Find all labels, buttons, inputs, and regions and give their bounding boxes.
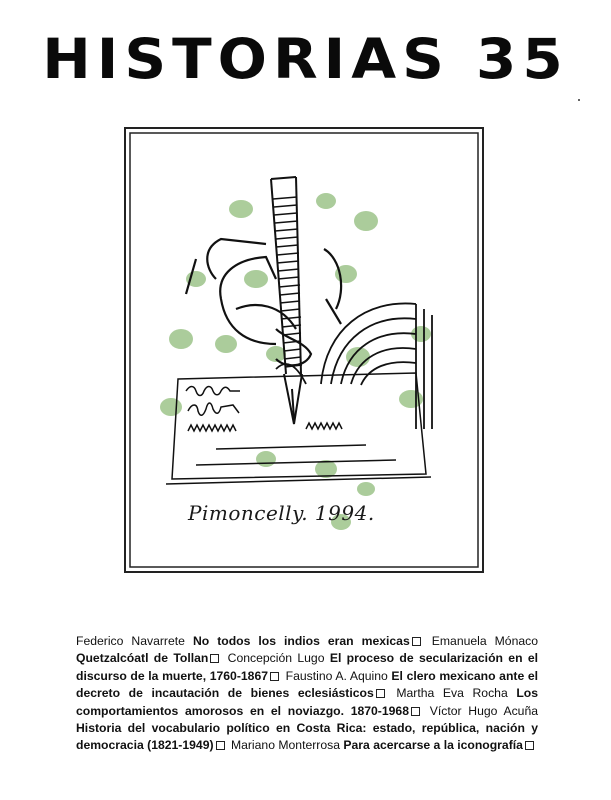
toc-author-2: Emanuela Mónaco bbox=[431, 634, 539, 648]
separator-box-icon bbox=[375, 689, 385, 699]
toc-author-7: Mariano Monterrosa bbox=[230, 738, 340, 753]
toc-title-6: Historia del vocabulario político en Cos… bbox=[76, 721, 538, 753]
separator-box-icon bbox=[210, 654, 220, 664]
toc-title-3: El proceso de secularización en el discu… bbox=[76, 651, 539, 683]
toc-title-5: Los comportamientos amorosos en el novia… bbox=[76, 686, 538, 718]
separator-box-icon bbox=[270, 671, 280, 681]
toc-author-6: Víctor Hugo Acuña bbox=[429, 703, 539, 718]
separator-box-icon bbox=[411, 637, 421, 646]
toc-author-5: Martha Eva Rocha bbox=[396, 686, 508, 701]
toc-title-1: No todos los indios eran mexicas bbox=[192, 634, 410, 648]
artist-signature: Pimoncelly. 1994. bbox=[188, 501, 375, 525]
toc-author-3: Concepción Lugo bbox=[227, 651, 325, 666]
speck bbox=[578, 99, 580, 101]
toc-title-7: Para acercarse a la iconografía bbox=[343, 738, 523, 753]
cover-illustration bbox=[129, 132, 479, 568]
journal-masthead: HISTORIAS 35 bbox=[42, 26, 569, 92]
separator-box-icon bbox=[410, 706, 420, 716]
table-of-contents: Federico Navarrete No todos los indios e… bbox=[76, 633, 538, 755]
toc-title-2: Quetzalcóatl de Tollan bbox=[76, 651, 209, 666]
toc-title-4: El clero mexicano ante el decreto de inc… bbox=[76, 668, 539, 701]
separator-box-icon bbox=[524, 741, 534, 751]
toc-author-4: Faustino A. Aquino bbox=[285, 668, 388, 683]
cover-illustration-frame: Pimoncelly. 1994. bbox=[124, 127, 484, 573]
toc-author-1: Federico Navarrete bbox=[76, 634, 185, 648]
separator-box-icon bbox=[215, 741, 225, 751]
